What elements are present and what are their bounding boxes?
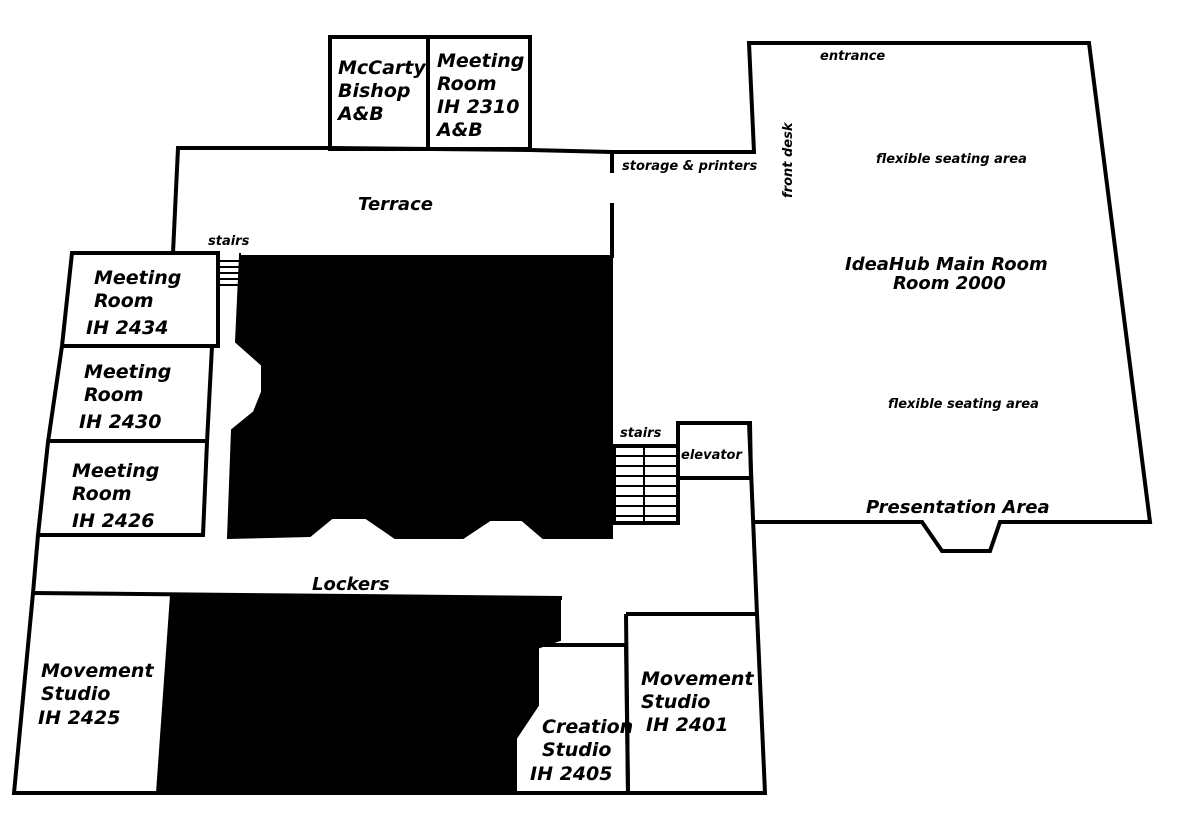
mccarty-line3: A&B	[336, 103, 384, 125]
ih2430-line1: Meeting	[84, 361, 171, 383]
main-room-line1: IdeaHub Main Room	[845, 254, 1048, 275]
room-ih-2425-label: Movement Studio IH 2425	[38, 660, 154, 729]
ih2401-line3: IH 2401	[646, 714, 728, 736]
room-ih-2310-label: Meeting Room IH 2310 A&B	[435, 50, 524, 141]
ih2405-line3: IH 2405	[530, 763, 612, 785]
entrance-label: entrance	[820, 49, 885, 64]
ih2310-line3: IH 2310	[437, 96, 519, 118]
front-desk-label: front desk	[781, 121, 796, 198]
ih2425-line1: Movement	[41, 660, 154, 682]
elevator-shaft[interactable]	[676, 421, 754, 523]
elevator-label: elevator	[681, 448, 743, 463]
left-wing-outline	[35, 251, 220, 537]
ih2430-line3: IH 2430	[79, 411, 161, 433]
ih2426-line3: IH 2426	[72, 510, 154, 532]
wall-2425	[156, 594, 174, 794]
room-ih-2405-label: Creation Studio IH 2405	[530, 716, 633, 785]
ih2425-line2: Studio	[41, 683, 110, 705]
ih2425-line3: IH 2425	[38, 707, 120, 729]
lower-outer-wall	[11, 422, 768, 795]
void-block-lower	[158, 593, 561, 794]
ih2426-line2: Room	[72, 483, 132, 505]
main-room-outline[interactable]	[612, 41, 1153, 553]
room-ih-2430-label: Meeting Room IH 2430	[79, 361, 171, 433]
lower-stairs-steps	[614, 455, 678, 517]
room-mccarty-bishop-label: McCarty Bishop A&B	[336, 57, 427, 125]
stairs-lower-label: stairs	[620, 426, 662, 441]
ih2401-line1: Movement	[641, 668, 754, 690]
stairs-upper-label: stairs	[208, 234, 250, 249]
ih2401-line2: Studio	[641, 691, 710, 713]
storage-label: storage & printers	[622, 159, 757, 174]
ih2426-line1: Meeting	[72, 460, 159, 482]
lockers-south-wall	[32, 591, 563, 600]
main-room-label: IdeaHub Main Room Room 2000	[845, 254, 1048, 294]
ih2405-line2: Studio	[542, 739, 611, 761]
terrace-label: Terrace	[358, 194, 433, 215]
ih2310-line1: Meeting	[437, 50, 524, 72]
lockers-label: Lockers	[312, 574, 390, 595]
upper-stairs-steps	[218, 260, 240, 286]
presentation-area-label: Presentation Area	[866, 497, 1050, 518]
seating-top-label: flexible seating area	[876, 152, 1027, 167]
ih2310-line2: Room	[437, 73, 497, 95]
void-block-upper	[226, 255, 613, 540]
seating-bottom-label: flexible seating area	[888, 397, 1039, 412]
ih2434-line1: Meeting	[94, 267, 181, 289]
ih2434-line2: Room	[94, 290, 154, 312]
room-ih-2434-label: Meeting Room IH 2434	[86, 267, 181, 339]
ih2430-line2: Room	[84, 384, 144, 406]
lower-stairs[interactable]	[612, 444, 680, 525]
ih2434-line3: IH 2434	[86, 317, 168, 339]
room-ih-2401-label: Movement Studio IH 2401	[641, 668, 754, 736]
main-room-line2: Room 2000	[893, 273, 1006, 294]
room-ih-2426-label: Meeting Room IH 2426	[72, 460, 159, 532]
ih2405-line1: Creation	[542, 716, 633, 738]
mccarty-line2: Bishop	[338, 80, 410, 102]
mccarty-line1: McCarty	[338, 57, 427, 79]
wall-2401	[624, 613, 630, 794]
ih2310-line4: A&B	[435, 119, 483, 141]
terrace-outline	[171, 146, 613, 254]
